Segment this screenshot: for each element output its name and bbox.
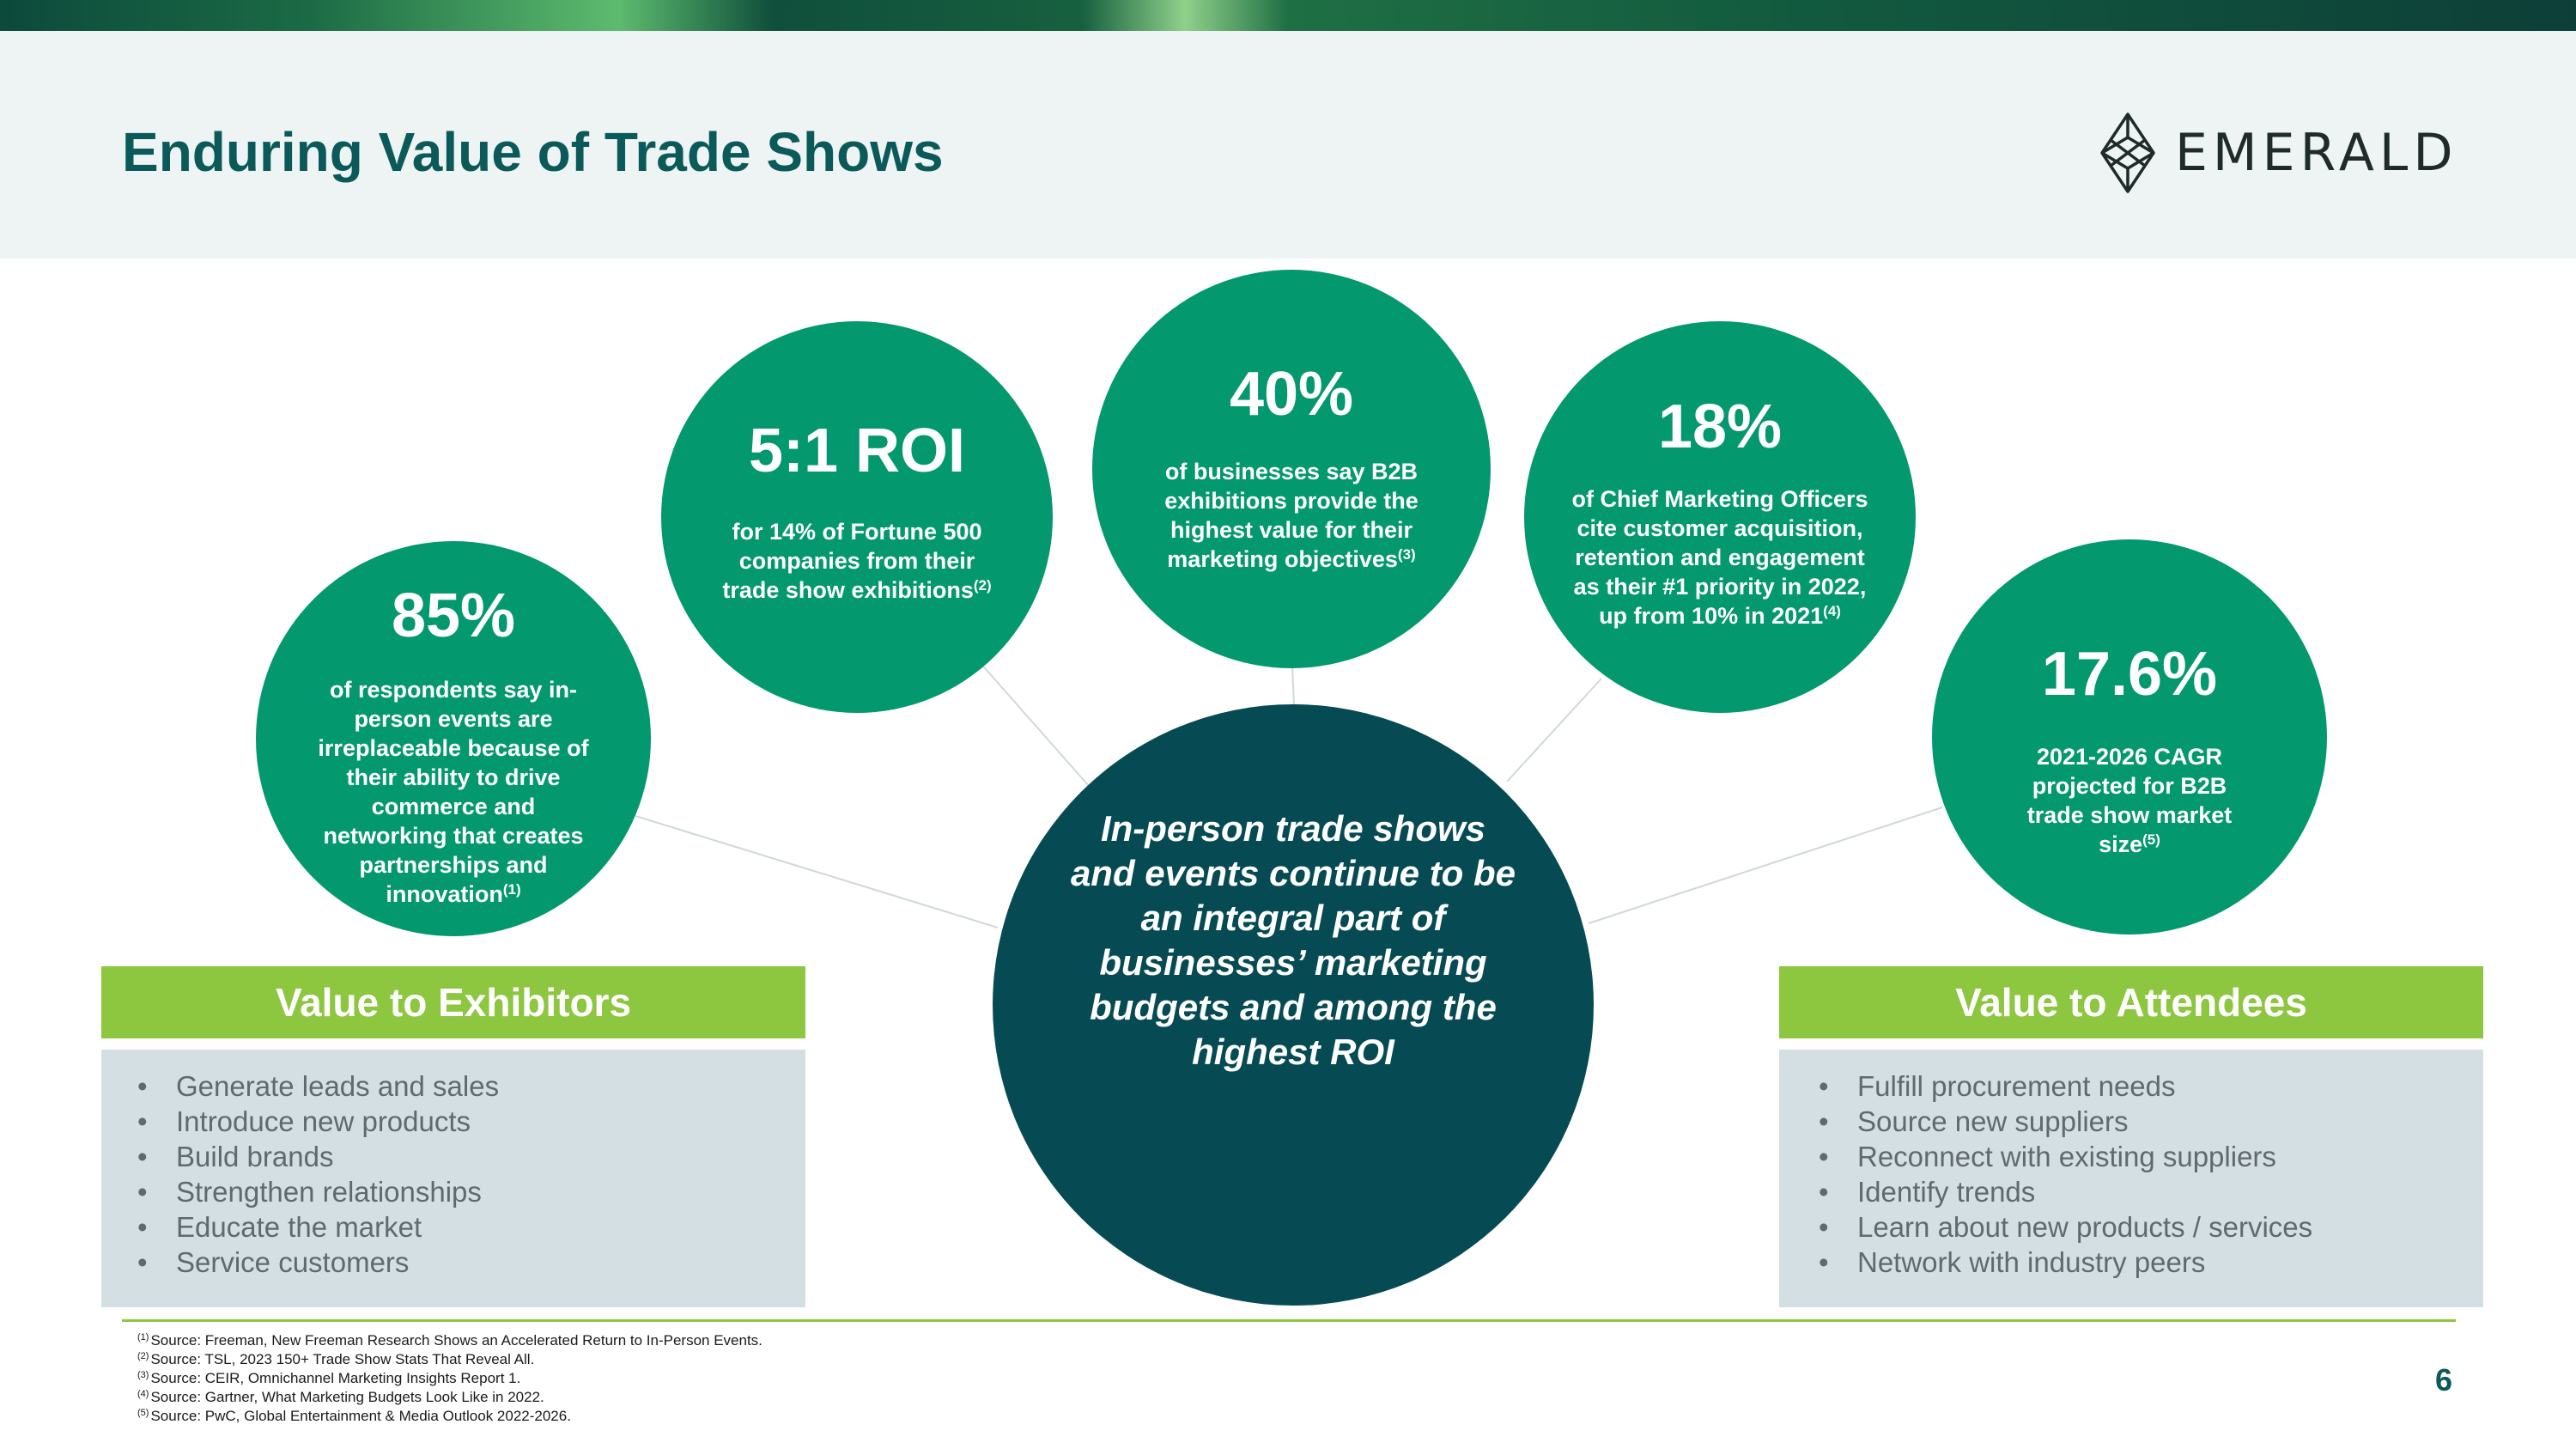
connector-85 [635,815,999,928]
stat-value: 85% [391,581,516,650]
center-message: In-person trade shows and events continu… [1070,808,1516,1072]
footer-divider [122,1319,2456,1322]
attendees-header: Value to Attendees [1779,966,2483,1038]
stat-value: 18% [1657,393,1783,461]
list-item: •Generate leads and sales [137,1070,500,1102]
stat-description: 2021-2026 CAGR projected for B2B trade s… [2026,744,2233,857]
logo-wordmark: EMERALD [2175,123,2458,183]
stat-bubble-18: 18% of Chief Marketing Officers cite cus… [1524,321,1916,713]
attendees-list: •Fulfill procurement needs •Source new s… [1819,1068,2483,1280]
stat-bubble-40: 40% of businesses say B2B exhibitions pr… [1092,270,1491,668]
connector-18 [1506,678,1602,782]
connector-176 [1588,807,1943,924]
page-number: 6 [2435,1362,2453,1397]
center-message-circle: In-person trade shows and events continu… [993,704,1594,1306]
stat-value: 17.6% [2041,640,2218,709]
list-item: •Strengthen relationships [137,1176,482,1208]
footnote: (5)Source: PwC, Global Entertainment & M… [137,1408,571,1424]
footnote: (4)Source: Gartner, What Marketing Budge… [137,1389,544,1405]
footnotes: (1)Source: Freeman, New Freeman Research… [137,1331,762,1426]
list-item: •Identify trends [1819,1176,2036,1208]
page-title: Enduring Value of Trade Shows [122,121,944,183]
emerald-logo-icon [2100,113,2155,193]
stat-bubble-roi: 5:1 ROI for 14% of Fortune 500 companies… [661,321,1053,713]
list-item: •Build brands [137,1141,334,1172]
list-item: •Introduce new products [137,1105,471,1137]
stat-bubble-85: 85% of respondents say in-person events … [256,541,651,936]
emerald-logo: EMERALD [2099,112,2458,194]
top-gradient-bar [0,0,2576,31]
list-item: •Network with industry peers [1819,1246,2206,1278]
footnote: (2)Source: TSL, 2023 150+ Trade Show Sta… [137,1351,535,1367]
stat-value: 5:1 ROI [748,417,966,485]
connector-roi [978,661,1090,787]
stat-description: of respondents say in-person events are … [318,677,589,907]
stat-bubble-17-6: 17.6% 2021-2026 CAGR projected for B2B t… [1932,539,2327,935]
list-item: •Service customers [137,1246,410,1278]
exhibitors-header: Value to Exhibitors [101,966,805,1038]
connector-40 [1291,665,1295,707]
exhibitors-list-panel: •Generate leads and sales •Introduce new… [101,1050,805,1307]
attendees-list-panel: •Fulfill procurement needs •Source new s… [1779,1050,2483,1307]
list-item: •Fulfill procurement needs [1819,1070,2176,1102]
list-item: •Learn about new products / services [1819,1211,2313,1243]
list-item: •Reconnect with existing suppliers [1819,1141,2276,1172]
list-item: •Educate the market [137,1211,422,1243]
footnote: (3)Source: CEIR, Omnichannel Marketing I… [137,1370,521,1386]
list-item: •Source new suppliers [1819,1105,2129,1137]
stat-value: 40% [1229,360,1354,429]
footnote: (1)Source: Freeman, New Freeman Research… [137,1332,762,1349]
stat-description: for 14% of Fortune 500 companies from th… [722,519,992,603]
exhibitors-list: •Generate leads and sales •Introduce new… [137,1068,805,1280]
stat-description: of businesses say B2B exhibitions provid… [1164,459,1419,572]
stat-description: of Chief Marketing Officers cite custome… [1571,486,1868,629]
